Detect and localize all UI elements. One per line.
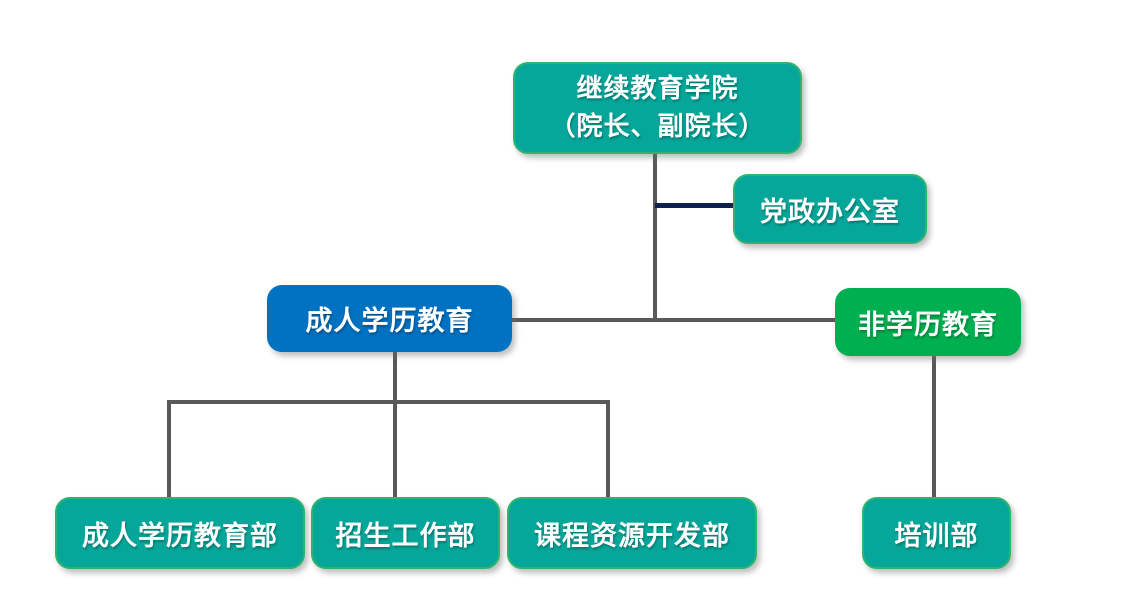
org-node-adult-education: 成人学历教育 xyxy=(267,285,512,352)
connector-adult-vertical xyxy=(393,352,397,498)
connector-party-office-horizontal xyxy=(655,203,735,208)
connector-branch-horizontal xyxy=(167,400,610,404)
org-node-adult-education-dept-label: 成人学历教育部 xyxy=(82,520,278,551)
org-node-training-dept: 培训部 xyxy=(862,497,1011,569)
org-node-admissions-dept-label: 招生工作部 xyxy=(335,520,476,551)
org-node-non-degree-education: 非学历教育 xyxy=(835,288,1021,356)
org-node-course-resource-dept-label: 课程资源开发部 xyxy=(534,520,730,551)
connector-branch-right-drop xyxy=(606,400,610,498)
connector-level2-horizontal xyxy=(510,318,837,322)
org-node-admissions-dept: 招生工作部 xyxy=(311,497,500,569)
org-node-root-line1: 继续教育学院 xyxy=(576,73,739,104)
org-node-root-line2: （院长、副院长） xyxy=(549,111,766,141)
connector-branch-left-drop xyxy=(167,400,171,498)
org-node-root: 继续教育学院 （院长、副院长） xyxy=(513,62,802,154)
org-node-course-resource-dept: 课程资源开发部 xyxy=(507,497,757,569)
org-node-non-degree-education-label: 非学历教育 xyxy=(858,309,998,340)
connector-root-vertical xyxy=(653,150,657,322)
connector-training-vertical xyxy=(932,356,936,498)
org-node-adult-education-label: 成人学历教育 xyxy=(305,306,474,336)
org-node-party-office-label: 党政办公室 xyxy=(760,196,900,227)
org-node-training-dept-label: 培训部 xyxy=(894,520,979,551)
org-node-adult-education-dept: 成人学历教育部 xyxy=(55,497,305,569)
org-node-party-office: 党政办公室 xyxy=(733,174,927,244)
